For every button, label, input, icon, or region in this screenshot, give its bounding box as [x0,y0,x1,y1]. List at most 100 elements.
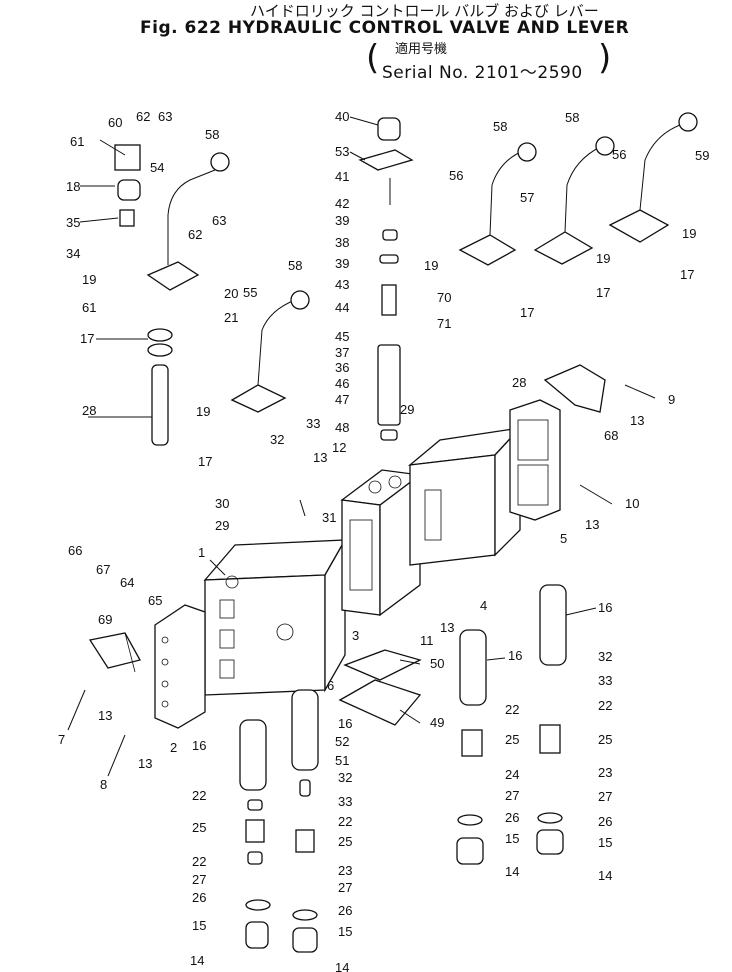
callout-62-b: 62 [188,227,202,242]
callout-61-b: 61 [82,300,96,315]
side-cover-2 [154,604,206,729]
callout-53: 53 [335,144,349,159]
callout-2: 2 [170,740,177,755]
callout-71: 71 [437,316,451,331]
callout-19-b: 19 [196,404,210,419]
right-paren-glyph: ) [598,38,612,78]
callout-26-b: 26 [338,903,352,918]
callout-52: 52 [335,734,349,749]
callout-16-b: 16 [338,716,352,731]
callout-60: 60 [108,115,122,130]
callout-1: 1 [198,545,205,560]
callout-51: 51 [335,753,349,768]
spool-stack-center-right [456,629,487,865]
callout-25-b: 25 [338,834,352,849]
callout-58-a: 58 [205,127,219,142]
callout-18: 18 [66,179,80,194]
center-column-parts [358,117,414,441]
callout-22-e: 22 [598,698,612,713]
callout-13-b: 13 [138,756,152,771]
upper-left-parts [114,144,173,446]
callout-39-a: 39 [335,213,349,228]
callout-14-a: 14 [190,953,204,968]
callout-25-a: 25 [192,820,206,835]
callout-43: 43 [335,277,349,292]
callout-48: 48 [335,420,349,435]
callout-32-a: 32 [270,432,284,447]
callout-28-a: 28 [82,403,96,418]
callout-38: 38 [335,235,349,250]
callout-15-c: 15 [505,831,519,846]
callout-64: 64 [120,575,134,590]
lever-56-right [608,112,698,243]
callout-31: 31 [322,510,336,525]
callout-10: 10 [625,496,639,511]
callout-49: 49 [430,715,444,730]
callout-26-a: 26 [192,890,206,905]
callout-23-a: 23 [338,863,352,878]
callout-67: 67 [96,562,110,577]
callout-28-b: 28 [512,375,526,390]
callout-37: 37 [335,345,349,360]
callout-30: 30 [215,496,229,511]
callout-13-d: 13 [440,620,454,635]
left-paren-glyph: ( [366,38,380,78]
valve-body-3 [340,469,422,617]
callout-39-b: 39 [335,256,349,271]
applicable-serial-label: 適用号機 [395,42,448,57]
callout-17-b: 17 [198,454,212,469]
callout-21: 21 [224,310,238,325]
callout-13-a: 13 [98,708,112,723]
callout-14-b: 14 [335,960,349,972]
callout-56-b: 56 [612,147,626,162]
serial-range: Serial No. 2101～2590 [382,63,583,83]
callout-17-a: 17 [80,331,94,346]
callout-47: 47 [335,392,349,407]
callout-16-c: 16 [508,648,522,663]
callout-6: 6 [327,678,334,693]
callout-25-c: 25 [505,732,519,747]
callout-24: 24 [505,767,519,782]
callout-58-d: 58 [565,110,579,125]
callout-15-d: 15 [598,835,612,850]
callout-23-b: 23 [598,765,612,780]
callout-16-a: 16 [192,738,206,753]
valve-body-4 [407,426,522,566]
callout-58-b: 58 [288,258,302,273]
callout-26-c: 26 [505,810,519,825]
callout-7: 7 [58,732,65,747]
callout-13-f: 13 [630,413,644,428]
bracket-68 [543,364,606,413]
callout-58-c: 58 [493,119,507,134]
callout-29-b: 29 [400,402,414,417]
callout-3: 3 [352,628,359,643]
title-block: ハイドロリック コントロール バルブ および レバー Fig. 622 HYDR… [0,0,732,85]
callout-17-d: 17 [596,285,610,300]
callout-4: 4 [480,598,487,613]
side-cover-5 [509,399,561,521]
callout-22-a: 22 [192,788,206,803]
callout-36: 36 [335,360,349,375]
callout-16-d: 16 [598,600,612,615]
callout-55: 55 [243,285,257,300]
callout-8: 8 [100,777,107,792]
callout-17-c: 17 [520,305,534,320]
callout-57: 57 [520,190,534,205]
callout-19-c: 19 [424,258,438,273]
callout-17-e: 17 [680,267,694,282]
callout-32-c: 32 [598,649,612,664]
callout-27-d: 27 [598,789,612,804]
figure-title: Fig. 622 HYDRAULIC CONTROL VALVE AND LEV… [140,18,630,38]
spool-stack-left [239,719,271,949]
callout-68: 68 [604,428,618,443]
callout-14-d: 14 [598,868,612,883]
callout-19-a: 19 [82,272,96,287]
callout-34: 34 [66,246,80,261]
callout-62-a: 62 [136,109,150,124]
callout-66: 66 [68,543,82,558]
callout-40: 40 [335,109,349,124]
callout-54: 54 [150,160,164,175]
callout-20: 20 [224,286,238,301]
callout-33-a: 33 [306,416,320,431]
